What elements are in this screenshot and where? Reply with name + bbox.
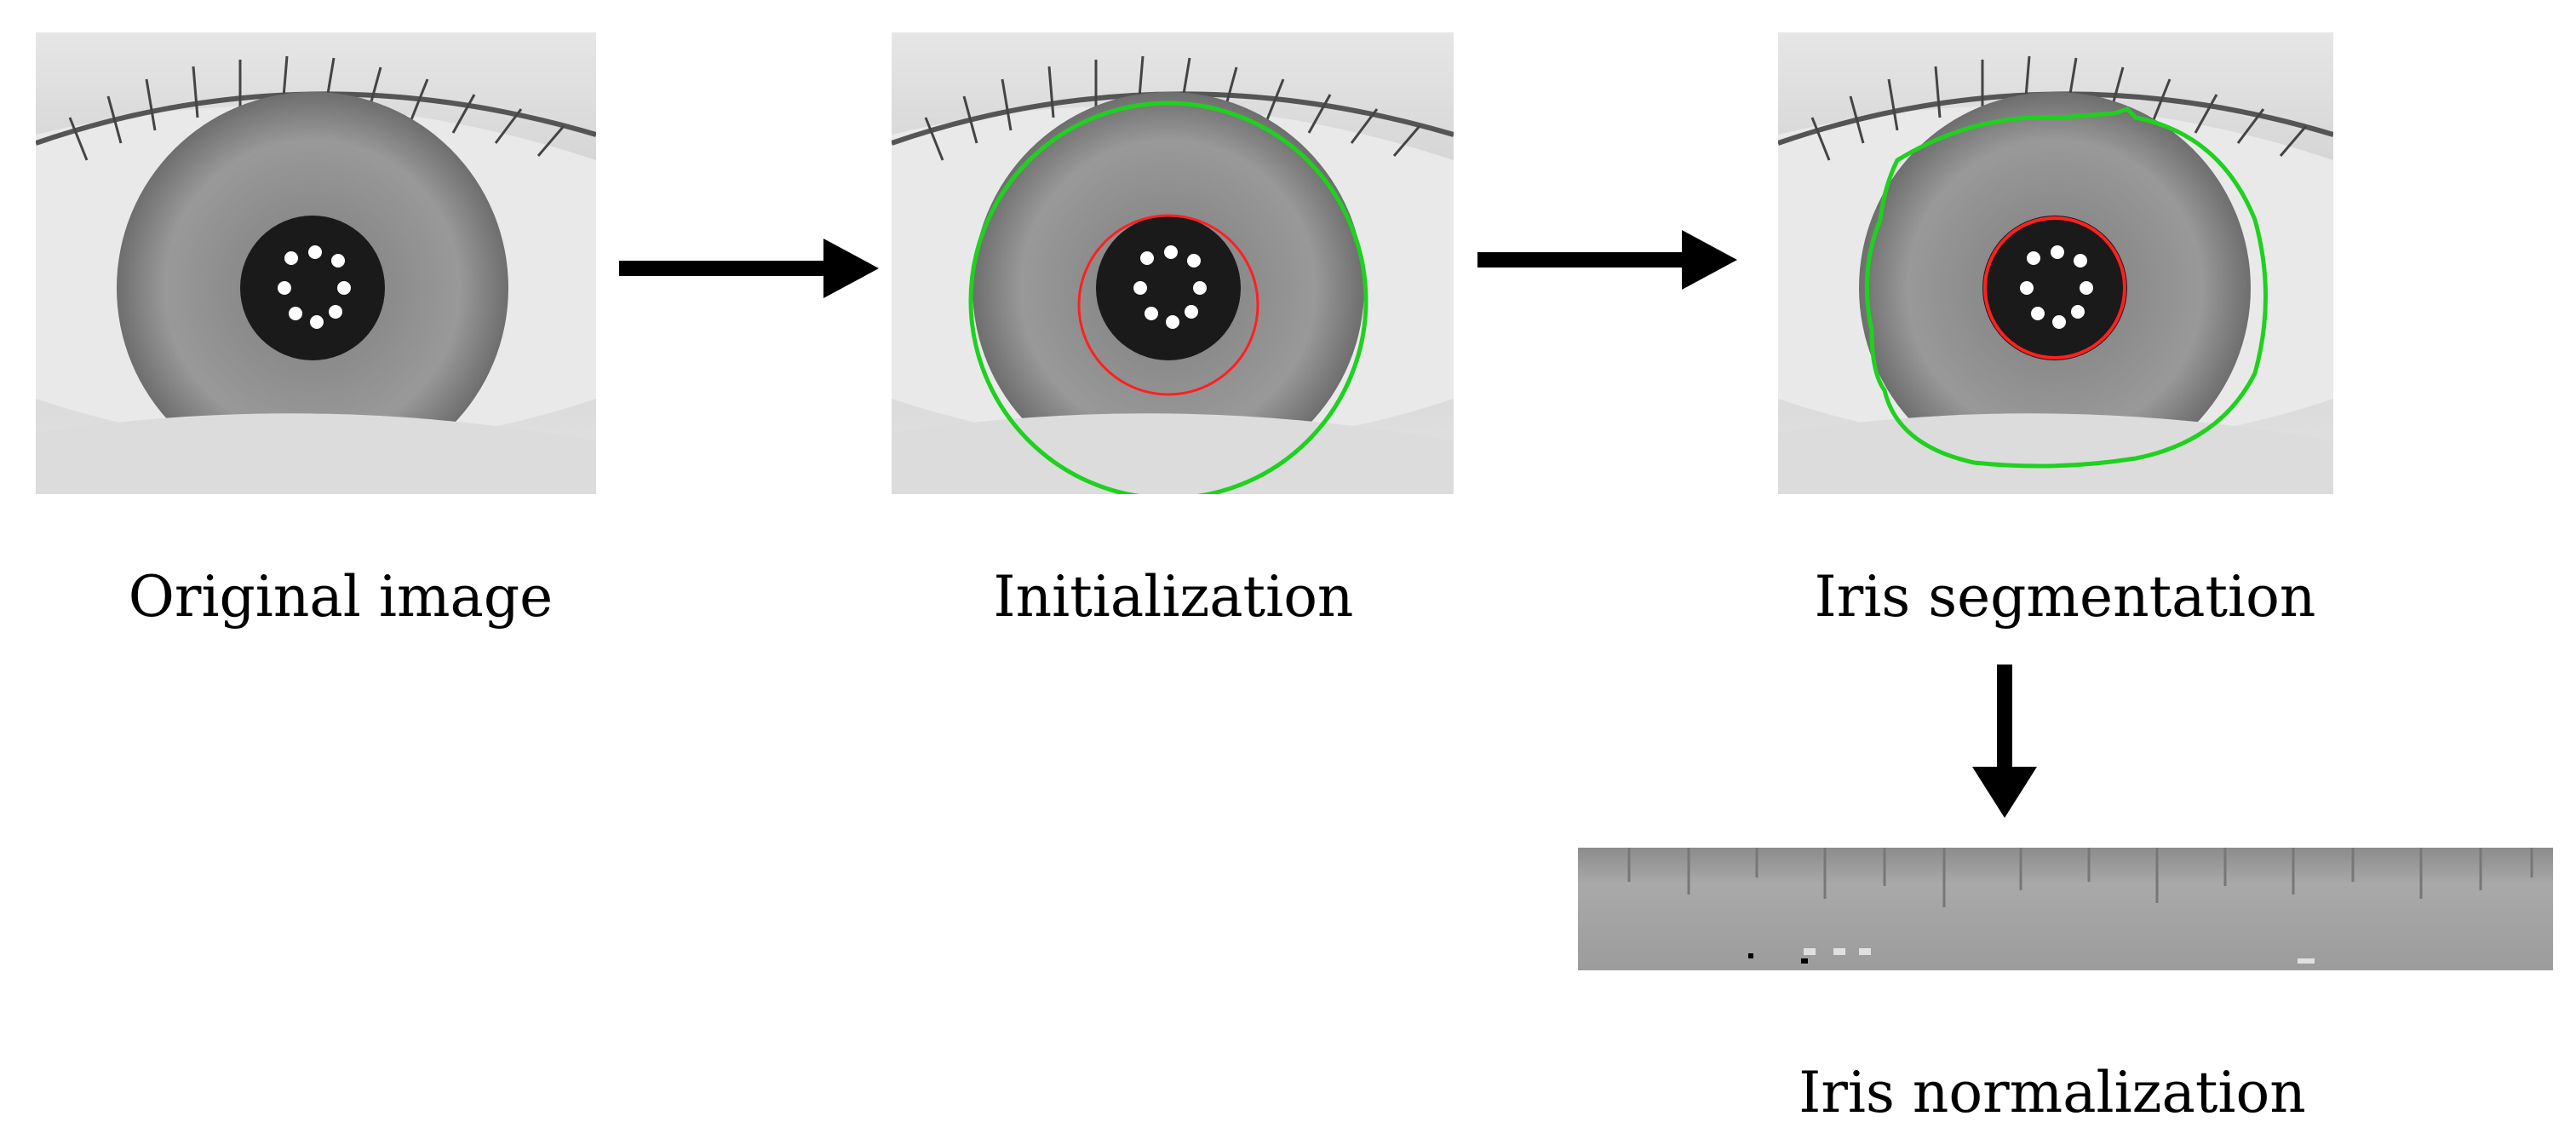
caption-iris-segmentation: Iris segmentation [1814,564,2316,630]
arrow-right-2 [1477,230,1737,290]
normalized-iris-strip [1578,848,2553,970]
caption-original-image: Original image [128,564,554,630]
caption-initialization: Initialization [993,564,1354,630]
pupil-contour [1983,216,2126,360]
arrow-down [1972,665,2037,818]
initialization-eye-image [892,32,1454,494]
original-eye-image [36,32,596,494]
iris-boundary-circle [968,101,1368,494]
arrow-right-1 [619,239,879,298]
segmentation-eye-image [1778,32,2333,494]
iris-contour [1864,106,2268,469]
caption-iris-normalization: Iris normalization [1799,1060,2306,1125]
pupil-boundary-circle [1077,214,1259,396]
